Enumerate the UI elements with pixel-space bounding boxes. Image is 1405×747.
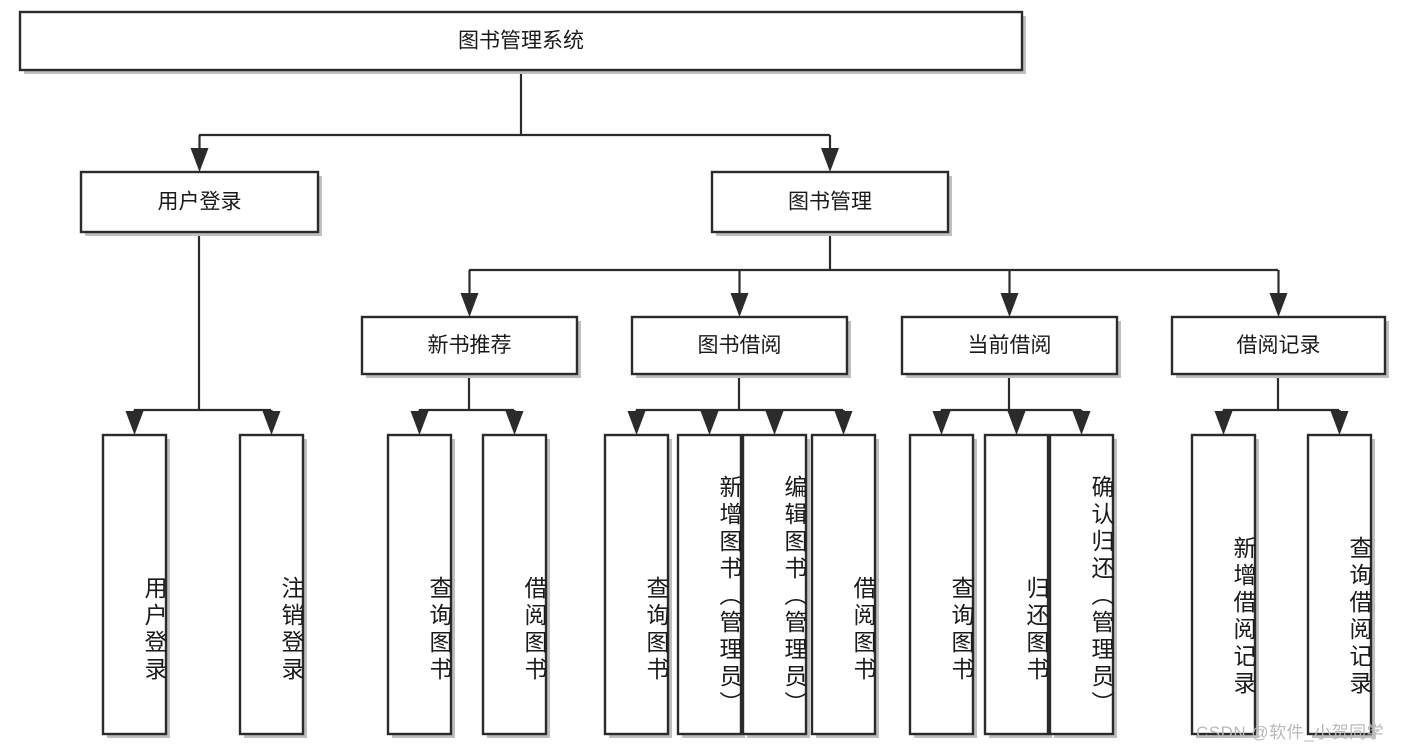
node-box-book-borrow[interactable] (630, 315, 849, 376)
node-label-new-book-recommend: 新书推荐 (428, 334, 512, 357)
csdn-watermark: CSDN @软件_小贺同学 (1196, 723, 1385, 742)
arrow-down-icon-user-login (190, 148, 209, 172)
node-box-leaf-borrow-book-2[interactable] (810, 433, 877, 736)
node-box-leaf-add-book[interactable] (676, 433, 743, 736)
arrow-down-icon-leaf-user-logout (262, 411, 281, 435)
node-label-root: 图书管理系统 (458, 30, 584, 53)
node-box-new-book-recommend[interactable] (360, 315, 579, 376)
node-box-user-login[interactable] (79, 170, 320, 234)
arrow-down-icon-book-manage (821, 148, 839, 172)
arrow-down-icon-leaf-borrow-book-2 (834, 411, 853, 435)
node-label-user-login: 用户登录 (158, 191, 242, 214)
node-box-leaf-borrow-book-1[interactable] (481, 433, 548, 736)
node-box-leaf-query-record[interactable] (1306, 433, 1373, 736)
arrow-down-icon-current-borrow (1000, 293, 1019, 317)
node-label-book-manage: 图书管理 (788, 191, 872, 214)
arrow-down-icon-leaf-add-record (1214, 411, 1233, 435)
node-box-leaf-query-book-3[interactable] (908, 433, 975, 736)
node-box-leaf-confirm-return[interactable] (1048, 433, 1115, 736)
node-label-borrow-record: 借阅记录 (1237, 334, 1321, 357)
arrow-down-icon-borrow-record (1269, 293, 1288, 317)
connectors-layer (125, 70, 1349, 435)
arrow-down-icon-book-borrow (730, 293, 749, 317)
node-box-leaf-add-record[interactable] (1190, 433, 1257, 736)
node-box-borrow-record[interactable] (1170, 315, 1387, 376)
node-box-leaf-query-book-1[interactable] (386, 433, 453, 736)
arrow-down-icon-leaf-query-record (1330, 411, 1349, 435)
arrow-down-icon-leaf-return-book (1007, 411, 1026, 435)
node-box-leaf-user-logout[interactable] (238, 433, 305, 736)
arrow-down-icon-leaf-edit-book (765, 411, 784, 435)
node-box-leaf-return-book[interactable] (983, 433, 1050, 736)
node-label-current-borrow: 当前借阅 (968, 334, 1052, 357)
arrow-down-icon-leaf-confirm-return (1072, 411, 1091, 435)
node-box-current-borrow[interactable] (900, 315, 1119, 376)
arrow-down-icon-leaf-query-book-2 (627, 411, 646, 435)
arrow-down-icon-leaf-user-login (125, 411, 144, 435)
arrow-down-icon-leaf-query-book-1 (410, 411, 429, 435)
arrow-down-icon-leaf-add-book (700, 411, 719, 435)
arrow-down-icon-leaf-query-book-3 (932, 411, 951, 435)
arrow-down-icon-new-book-recommend (460, 293, 479, 317)
boxes-layer (18, 10, 1389, 738)
arrow-down-icon-leaf-borrow-book-1 (505, 411, 524, 435)
node-box-book-manage[interactable] (710, 170, 950, 234)
node-box-leaf-query-book-2[interactable] (603, 433, 670, 736)
node-box-root[interactable] (18, 10, 1024, 72)
node-label-book-borrow: 图书借阅 (698, 334, 782, 357)
node-box-leaf-user-login[interactable] (101, 433, 168, 736)
node-box-leaf-edit-book[interactable] (741, 433, 808, 736)
